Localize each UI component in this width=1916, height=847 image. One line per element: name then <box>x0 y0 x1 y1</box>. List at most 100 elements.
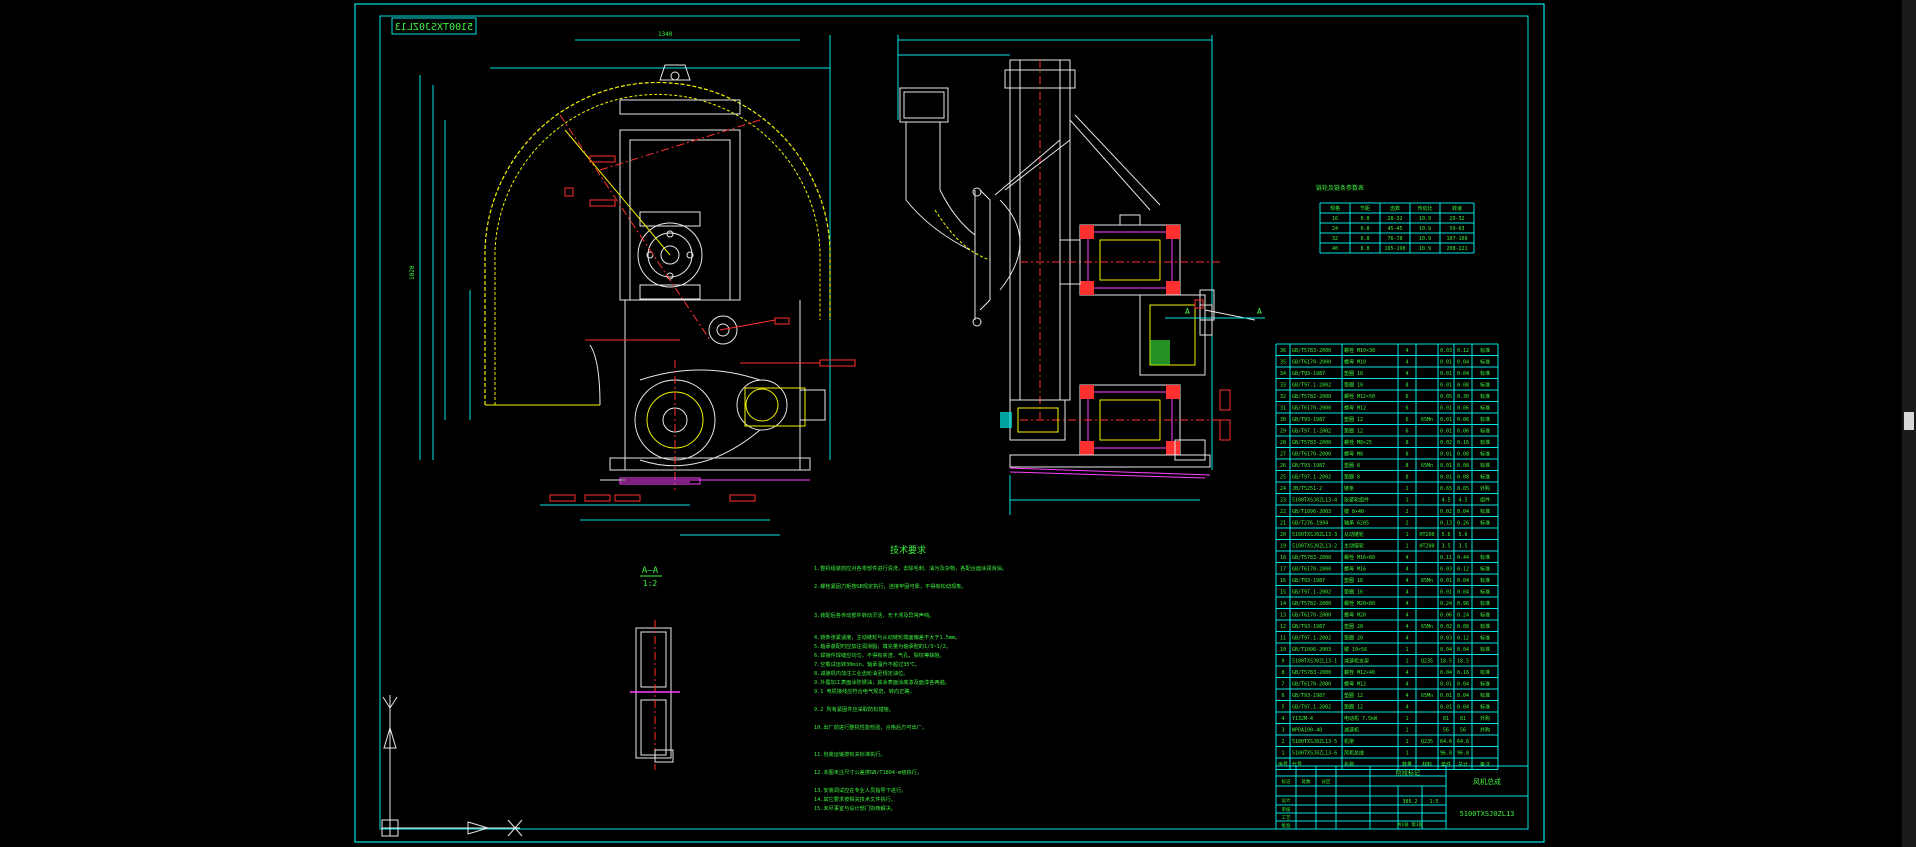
bom-cell: 13 <box>1280 613 1286 619</box>
bom-cell: 1 <box>1405 486 1408 492</box>
bom-cell: GB/T97.1-2002 <box>1292 475 1331 481</box>
svg-text:14.其它要求按相关技术文件执行。: 14.其它要求按相关技术文件执行。 <box>814 795 896 803</box>
bom-cell: 32 <box>1280 394 1286 400</box>
param-cell: 转速 <box>1452 205 1462 212</box>
bom-cell: Y132M-4 <box>1292 716 1313 722</box>
bom-cell: 0.04 <box>1457 647 1469 653</box>
bom-cell: 16 <box>1280 578 1286 584</box>
bom-cell: 12 <box>1280 624 1286 630</box>
bom-cell: 56 <box>1460 728 1466 734</box>
stage-label: 阶段标记 <box>1396 769 1420 777</box>
bom-cell: 0.04 <box>1457 693 1469 699</box>
svg-text:设计: 设计 <box>1282 797 1291 804</box>
param-cell: 0.8 <box>1360 246 1369 252</box>
bom-cell: 标准 <box>1480 474 1490 481</box>
bom-cell: 4 <box>1405 601 1408 607</box>
bom-cell: 4 <box>1405 624 1408 630</box>
bom-cell: 螺栓 M12×40 <box>1344 669 1375 676</box>
bom-cell: 0.01 <box>1440 383 1452 389</box>
bom-header-cell: 备注 <box>1480 761 1490 768</box>
bom-cell: GB/T97.1-2002 <box>1292 383 1331 389</box>
bom-cell: 标准 <box>1480 508 1490 515</box>
bom-cell: 标准 <box>1480 577 1490 584</box>
bom-cell: 0.30 <box>1457 394 1469 400</box>
bom-cell: 0.04 <box>1457 590 1469 596</box>
bom-cell: GB/T93-1987 <box>1292 693 1325 699</box>
section-view-a-a: A—A 1:2 <box>630 566 680 770</box>
param-cell: 107-109 <box>1446 236 1467 242</box>
bom-cell: 1 <box>1405 647 1408 653</box>
bom-cell: 3.5 <box>1441 544 1450 550</box>
bom-cell: 0.04 <box>1457 682 1469 688</box>
drawing-name: 风机总成 <box>1473 777 1501 786</box>
title-block: 风机总成 5100TXSJ0ZL13 阶段标记 385.2 1:5 共1张 第1… <box>1275 765 1529 830</box>
dim-text: 1340 <box>658 31 673 38</box>
bom-cell: 96.8 <box>1457 751 1469 757</box>
param-cell: 165-190 <box>1384 246 1405 252</box>
bom-cell: 0.08 <box>1457 452 1469 458</box>
bom-cell: 36 <box>1280 348 1286 354</box>
bom-cell: 1 <box>1405 498 1408 504</box>
bom-cell: 0.44 <box>1457 555 1469 561</box>
bom-cell: 20 <box>1280 532 1286 538</box>
bom-cell: 4 <box>1405 590 1408 596</box>
bom-cell: 机架 <box>1344 738 1354 745</box>
svg-text:9.1 电机接线应符合电气规范，转向正确。: 9.1 电机接线应符合电气规范，转向正确。 <box>814 687 915 695</box>
weight-value: 385.2 <box>1402 799 1417 805</box>
bom-cell: 3.5 <box>1458 544 1467 550</box>
bom-cell: 4 <box>1405 371 1408 377</box>
bom-cell: 5.6 <box>1458 532 1467 538</box>
inner-frame <box>379 15 1529 830</box>
bom-cell: GB/T6170-2000 <box>1292 682 1331 688</box>
bom-cell: 垫圈 10 <box>1344 382 1363 389</box>
bom-cell: 0.08 <box>1457 383 1469 389</box>
mirrored-stamp-text: 5100TXSJ0ZL13 <box>395 22 473 33</box>
bom-cell: 96.8 <box>1440 751 1452 757</box>
bom-cell: 减速机 <box>1344 727 1359 734</box>
bom-cell: 0.03 <box>1440 636 1452 642</box>
bom-cell: HT200 <box>1419 532 1434 538</box>
svg-text:审核: 审核 <box>1282 806 1291 813</box>
scale-value: 1:5 <box>1429 799 1438 805</box>
bom-header-cell: 名称 <box>1344 761 1354 768</box>
bom-header-cell: 材料 <box>1422 761 1432 768</box>
bom-cell: 0.08 <box>1457 475 1469 481</box>
scrollbar-thumb[interactable] <box>1904 412 1914 430</box>
bom-cell: GB/T93-1987 <box>1292 463 1325 469</box>
bom-cell: 5100TXSJ0ZL13-4 <box>1292 498 1337 504</box>
bom-cell: 标准 <box>1480 623 1490 630</box>
bom-cell: 螺栓 M10×30 <box>1344 347 1375 354</box>
bom-cell: 0.11 <box>1440 555 1452 561</box>
bom-cell: 张紧轮组件 <box>1344 497 1369 504</box>
scale-label: 1:2 <box>643 579 658 588</box>
bom-cell: 螺栓 M12×50 <box>1344 393 1375 400</box>
bom-cell: 标准 <box>1480 370 1490 377</box>
bom-cell: 0.03 <box>1440 348 1452 354</box>
bom-cell: 65Mn <box>1421 463 1433 469</box>
bom-cell: 1 <box>1405 659 1408 665</box>
bom-cell: 8 <box>1405 463 1408 469</box>
bom-cell: 8 <box>1405 383 1408 389</box>
bom-cell: 4.5 <box>1458 498 1467 504</box>
svg-text:3.装配后各传动部件转动灵活，无卡滞及异常声响。: 3.装配后各传动部件转动灵活，无卡滞及异常声响。 <box>814 611 934 619</box>
svg-text:处数: 处数 <box>1302 778 1311 785</box>
svg-text:9.外露加工表面涂防锈油，其余表面涂底漆及面漆各两遍。: 9.外露加工表面涂防锈油，其余表面涂底漆及面漆各两遍。 <box>814 678 950 686</box>
section-arrow-label: A <box>1257 307 1262 316</box>
bom-cell: GB/T5783-2000 <box>1292 348 1331 354</box>
svg-text:A: A <box>1185 307 1190 316</box>
bom-cell: GB/T93-1987 <box>1292 624 1325 630</box>
bom-cell: 3 <box>1281 728 1284 734</box>
param-cell: 规格 <box>1330 205 1340 212</box>
bom-cell: Q235 <box>1421 659 1433 665</box>
bom-cell: 21 <box>1280 521 1286 527</box>
bom-cell: 螺母 M16 <box>1344 566 1366 573</box>
bom-cell: 81 <box>1460 716 1466 722</box>
bom-cell: 标准 <box>1480 520 1490 527</box>
vertical-scrollbar[interactable] <box>1902 0 1916 847</box>
param-cell: 10.9 <box>1419 246 1431 252</box>
bom-cell: 0.12 <box>1457 636 1469 642</box>
bom-cell: 标准 <box>1480 416 1490 423</box>
bom-cell: 标准 <box>1480 600 1490 607</box>
bom-cell: GB/T1096-2003 <box>1292 647 1331 653</box>
